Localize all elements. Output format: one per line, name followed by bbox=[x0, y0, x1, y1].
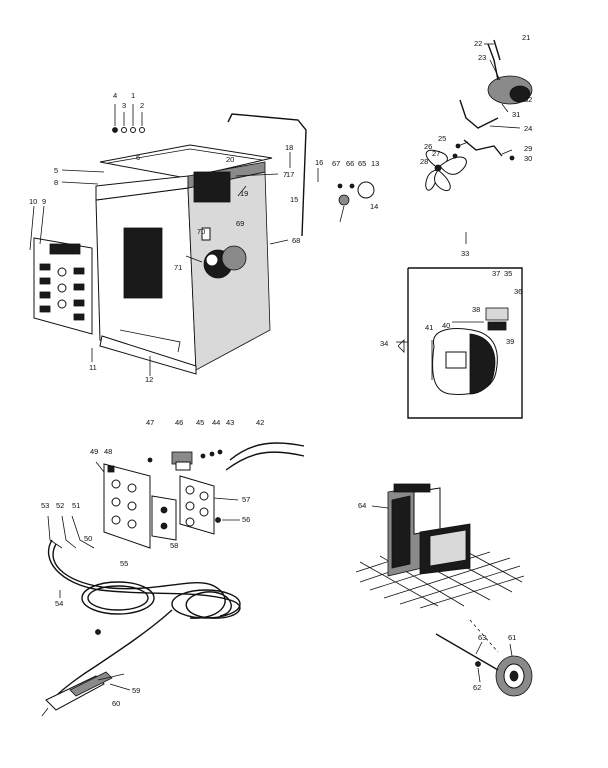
callout: 31 bbox=[512, 110, 520, 119]
callout: 58 bbox=[170, 541, 178, 550]
callout: 18 bbox=[285, 143, 293, 152]
callout: 49 bbox=[90, 447, 98, 456]
cabinet-assembly bbox=[95, 113, 307, 375]
callout: 37 bbox=[492, 269, 500, 278]
callout: 19 bbox=[240, 189, 248, 198]
callout: 29 bbox=[524, 144, 532, 153]
callout: 17 bbox=[286, 170, 294, 179]
helmet-assembly bbox=[397, 267, 523, 419]
callout: 51 bbox=[72, 501, 80, 510]
callout: 59 bbox=[132, 686, 140, 695]
callout: 2 bbox=[140, 101, 144, 110]
callout: 3 bbox=[122, 101, 126, 110]
callout: 63 bbox=[478, 633, 486, 642]
callout: 60 bbox=[112, 699, 120, 708]
transformer-assembly bbox=[355, 483, 533, 697]
callout: 6 bbox=[136, 153, 140, 162]
callout: 41 bbox=[425, 323, 433, 332]
callout: 34 bbox=[380, 339, 388, 348]
callout: 44 bbox=[212, 418, 220, 427]
callout: 14 bbox=[370, 202, 378, 211]
callout: 50 bbox=[84, 534, 92, 543]
callout: 11 bbox=[89, 363, 97, 372]
callout: 10 bbox=[29, 197, 37, 206]
callout: 20 bbox=[226, 155, 234, 164]
callout: 38 bbox=[472, 305, 480, 314]
callout: 13 bbox=[371, 159, 379, 168]
callout: 43 bbox=[226, 418, 234, 427]
callout: 67 bbox=[332, 159, 340, 168]
callout: 55 bbox=[120, 559, 128, 568]
fastener-stack bbox=[112, 104, 145, 133]
callout: 30 bbox=[524, 154, 532, 163]
callout: 66 bbox=[346, 159, 354, 168]
callout: 61 bbox=[508, 633, 516, 642]
callout: 1 bbox=[131, 91, 135, 100]
callout: 33 bbox=[461, 249, 469, 258]
callout: 5 bbox=[54, 166, 58, 175]
callout: 8 bbox=[54, 178, 58, 187]
callout: 40 bbox=[442, 321, 450, 330]
thermostat-group bbox=[337, 181, 375, 223]
callout: 52 bbox=[56, 501, 64, 510]
callout: 32 bbox=[524, 95, 532, 104]
callout: 42 bbox=[256, 418, 264, 427]
callout-labels: 1 2 3 4 5 6 7 8 9 10 11 12 13 14 15 16 1… bbox=[29, 33, 532, 708]
fan-assembly bbox=[425, 39, 533, 192]
callout: 65 bbox=[358, 159, 366, 168]
callout: 71 bbox=[174, 263, 182, 272]
callout: 9 bbox=[42, 197, 46, 206]
callout: 57 bbox=[242, 495, 250, 504]
callout: 4 bbox=[113, 91, 117, 100]
leader-lines bbox=[29, 43, 521, 691]
callout: 21 bbox=[522, 33, 530, 42]
callout: 45 bbox=[196, 418, 204, 427]
callout: 56 bbox=[242, 515, 250, 524]
callout: 53 bbox=[41, 501, 49, 510]
callout: 64 bbox=[358, 501, 366, 510]
callout: 15 bbox=[290, 195, 298, 204]
callout: 47 bbox=[146, 418, 154, 427]
callout: 36 bbox=[514, 287, 522, 296]
callout: 7 bbox=[283, 170, 287, 179]
callout: 35 bbox=[504, 269, 512, 278]
callout: 12 bbox=[145, 375, 153, 384]
callout: 68 bbox=[292, 236, 300, 245]
callout: 54 bbox=[55, 599, 63, 608]
callout: 24 bbox=[524, 124, 532, 133]
control-panel bbox=[33, 237, 93, 335]
callout: 48 bbox=[104, 447, 112, 456]
callout: 26 bbox=[424, 142, 432, 151]
callout: 70 bbox=[197, 227, 205, 236]
callout: 25 bbox=[438, 134, 446, 143]
callout: 16 bbox=[315, 158, 323, 167]
callout: 39 bbox=[506, 337, 514, 346]
callout: 62 bbox=[473, 683, 481, 692]
callout: 69 bbox=[236, 219, 244, 228]
callout: 28 bbox=[420, 157, 428, 166]
callout: 23 bbox=[478, 53, 486, 62]
callout: 27 bbox=[432, 149, 440, 158]
callout: 46 bbox=[175, 418, 183, 427]
callout: 22 bbox=[474, 39, 482, 48]
cable-assembly bbox=[41, 442, 305, 717]
